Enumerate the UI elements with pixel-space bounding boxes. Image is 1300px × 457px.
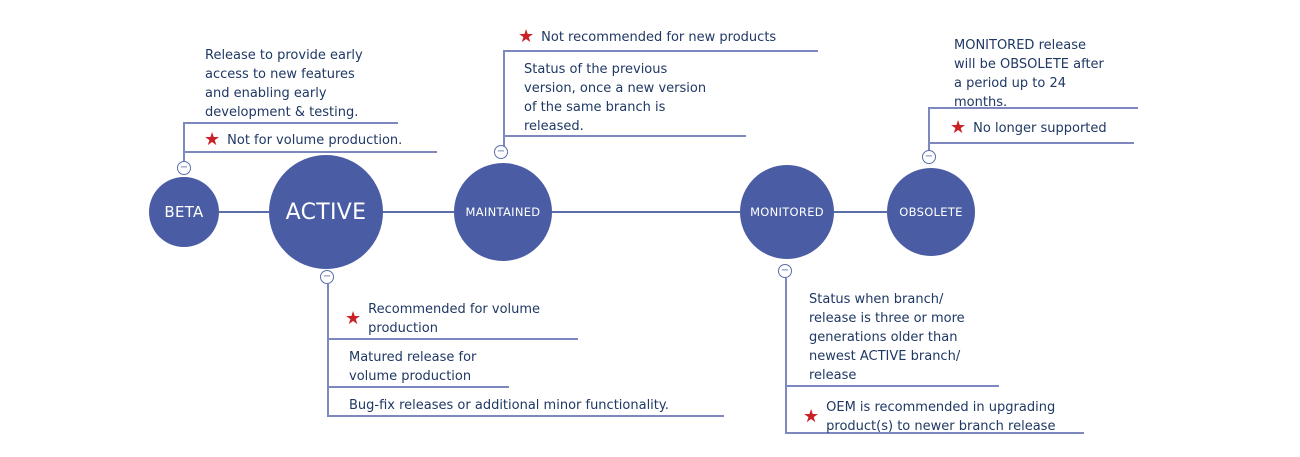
node-monitored-label: MONITORED — [750, 205, 824, 219]
minus-glyph: − — [179, 161, 189, 173]
obsolete-description: MONITORED release will be OBSOLETE after… — [954, 38, 1104, 110]
monitored-callout-line — [785, 278, 787, 434]
node-active[interactable]: ACTIVE — [269, 155, 383, 269]
node-beta[interactable]: BETA — [149, 177, 219, 247]
collapse-icon-obsolete[interactable]: − — [922, 150, 936, 164]
beta-callout-line — [183, 122, 185, 162]
obsolete-callout-line — [928, 107, 1138, 109]
minus-glyph: − — [780, 264, 790, 276]
minus-glyph: − — [322, 270, 332, 282]
star-icon: ★ — [803, 406, 820, 427]
active-star-note-text: Recommended for volume production — [368, 302, 541, 336]
maintained-callout-line — [503, 50, 505, 146]
maintained-star-note: ★ Not recommended for new products — [518, 28, 776, 47]
maintained-star-note-text: Not recommended for new products — [541, 30, 777, 45]
minus-glyph: − — [496, 145, 506, 157]
collapse-icon-maintained[interactable]: − — [494, 145, 508, 159]
connector-monitored-obsolete — [834, 211, 887, 213]
active-callout-line — [327, 338, 578, 340]
star-icon: ★ — [345, 308, 362, 329]
active-note-3: Bug-fix releases or additional minor fun… — [349, 398, 669, 413]
active-callout-line — [327, 284, 329, 417]
node-maintained[interactable]: MAINTAINED — [454, 163, 552, 261]
minus-glyph: − — [924, 150, 934, 162]
node-obsolete-label: OBSOLETE — [899, 205, 963, 219]
monitored-description: Status when branch/ release is three or … — [809, 292, 965, 383]
collapse-icon-active[interactable]: − — [320, 270, 334, 284]
obsolete-star-note: ★ No longer supported — [950, 119, 1107, 138]
connector-maintained-monitored — [552, 211, 740, 213]
node-obsolete[interactable]: OBSOLETE — [887, 168, 975, 256]
connector-beta-active — [219, 211, 269, 213]
beta-star-note: ★ Not for volume production. — [204, 131, 402, 150]
beta-callout-line — [183, 151, 437, 153]
node-monitored[interactable]: MONITORED — [740, 165, 834, 259]
node-active-label: ACTIVE — [285, 199, 367, 225]
monitored-callout-line — [785, 432, 1084, 434]
obsolete-callout-line — [928, 107, 930, 151]
maintained-callout-line — [503, 50, 818, 52]
node-maintained-label: MAINTAINED — [465, 205, 541, 219]
maintained-description: Status of the previous version, once a n… — [524, 62, 707, 134]
star-icon: ★ — [950, 117, 967, 138]
beta-star-note-text: Not for volume production. — [227, 133, 403, 148]
collapse-icon-beta[interactable]: − — [177, 161, 191, 175]
obsolete-callout-line — [928, 142, 1134, 144]
node-beta-label: BETA — [164, 203, 204, 221]
beta-description: Release to provide early access to new f… — [205, 48, 363, 120]
collapse-icon-monitored[interactable]: − — [778, 264, 792, 278]
maintained-callout-line — [503, 135, 746, 137]
monitored-star-note-text: OEM is recommended in upgrading product(… — [826, 400, 1056, 434]
monitored-star-note: ★ OEM is recommended in upgrading produc… — [803, 398, 1055, 436]
connector-active-maintained — [383, 211, 454, 213]
monitored-callout-line — [785, 385, 999, 387]
active-star-note: ★ Recommended for volume production — [345, 300, 540, 338]
beta-callout-line — [183, 122, 398, 124]
active-callout-line — [327, 415, 724, 417]
active-note-2: Matured release for volume production — [349, 350, 477, 384]
obsolete-star-note-text: No longer supported — [973, 121, 1107, 136]
star-icon: ★ — [518, 26, 535, 47]
active-callout-line — [327, 386, 509, 388]
star-icon: ★ — [204, 129, 221, 150]
